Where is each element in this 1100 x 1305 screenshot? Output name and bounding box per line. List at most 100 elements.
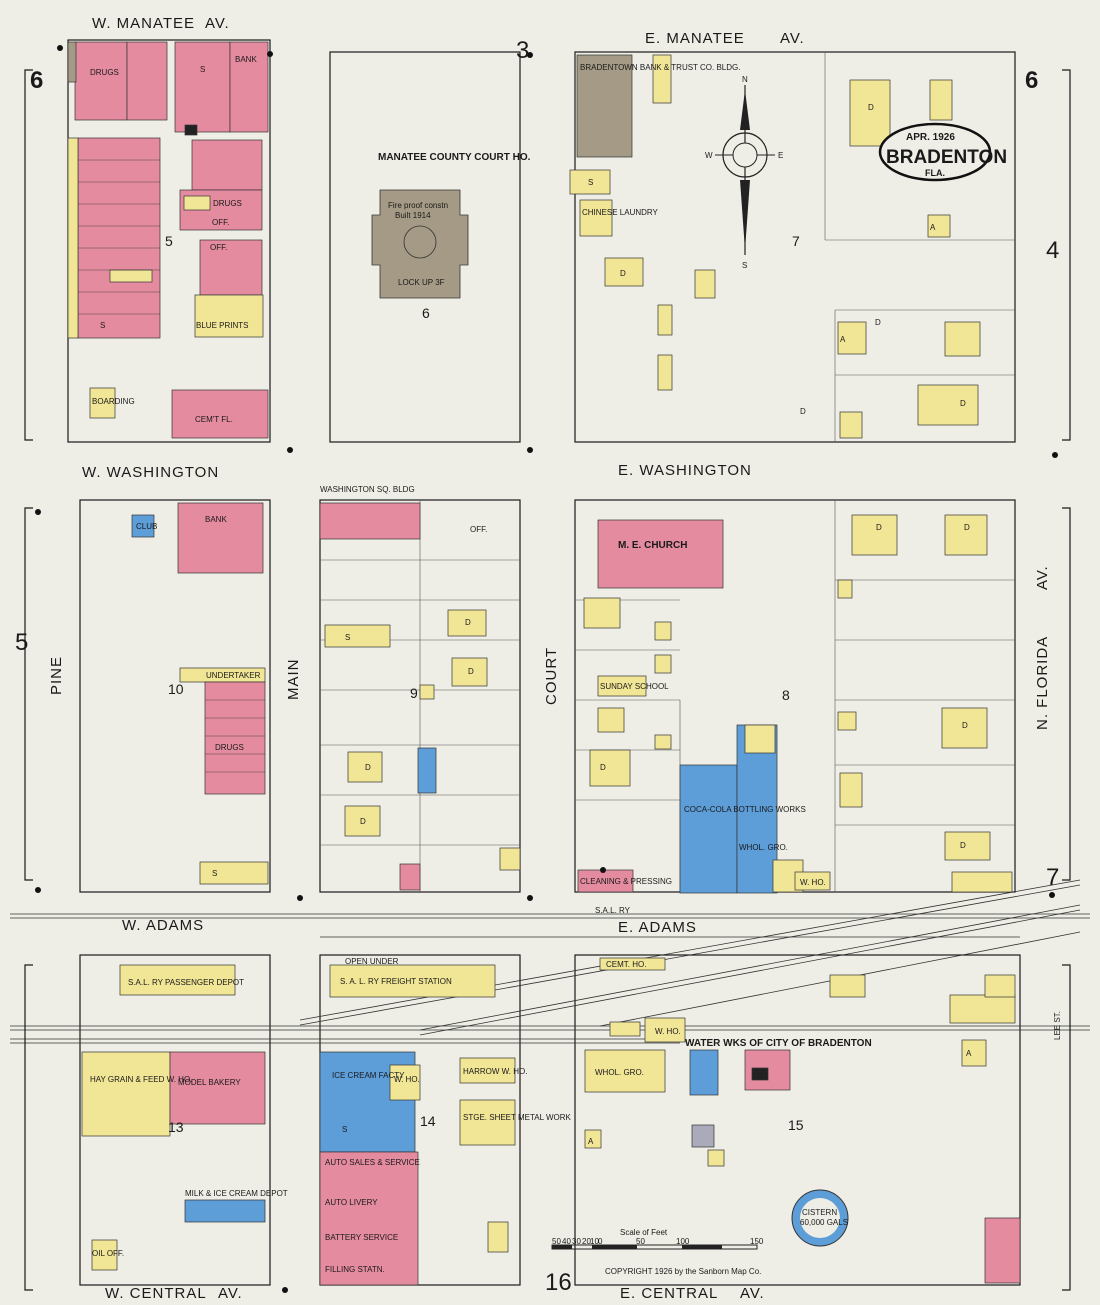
block-14-buildings [319,964,516,1286]
map-date: APR. 1926 [906,132,955,143]
street-lee: LEE ST. [1053,1011,1062,1040]
building-labels: MANATEE COUNTY COURT HO. Fire proof cons… [90,55,872,1274]
label-d-2: D [620,269,626,278]
label-s-2: S [345,633,350,642]
label-open-under: OPEN UNDER [345,957,399,966]
building-boarding [89,387,116,419]
building-drugs-corner [74,41,128,121]
scale-tick-150: 150 [750,1237,764,1246]
block-15-outline [574,954,1021,1286]
label-bank: BANK [235,55,257,64]
scale-tick-30: 30 [572,1237,581,1246]
block-6-outline [329,51,521,443]
label-a-3: A [588,1137,594,1146]
label-harrow: HARROW W. HO. [463,1067,527,1076]
building-milk-ice [184,1199,266,1223]
label-coca-cola: COCA-COLA BOTTLING WORKS [684,805,806,814]
copyright: COPYRIGHT 1926 by the Sanborn Map Co. [605,1267,761,1276]
label-off-3: OFF. [210,243,227,252]
block-10-row-lines [205,699,265,773]
block-number-15: 15 [788,1117,804,1133]
building-club [131,514,155,538]
building-sal-freight [329,964,496,998]
label-sal-passenger: S.A.L. RY PASSENGER DEPOT [128,978,244,987]
compass-rose [715,85,775,255]
label-a-4: A [966,1049,972,1058]
label-sheet-metal: STGE. SHEET METAL WORK [463,1113,572,1122]
label-d-1: D [868,103,874,112]
label-s-4: S [200,65,205,74]
block-number-8: 8 [782,687,790,703]
label-d-12: D [600,763,606,772]
label-boarding: BOARDING [92,397,135,406]
label-s-5: S [100,321,105,330]
building-row-west [77,137,161,339]
scale-text: Scale of Feet 50 40 30 20 10 0 50 100 15… [552,1228,764,1276]
building-sunday-school [597,675,647,697]
label-oil-off: OIL OFF. [92,1249,124,1258]
label-whol-gro: WHOL. GRO. [739,843,788,852]
street-e-washington: E. WASHINGTON [618,462,752,479]
label-bank-2: BANK [205,515,227,524]
label-court-house-note1: Fire proof constn [388,201,448,210]
label-s-1: S [588,178,593,187]
label-sunday-school: SUNDAY SCHOOL [600,682,669,691]
block-7-buildings [569,54,981,439]
street-e-manatee: E. MANATEE [645,30,745,47]
label-model-bakery: MODEL BAKERY [178,1078,241,1087]
block-13-outline [79,954,271,1286]
block-13-buildings [81,964,266,1271]
building-whol-gro-2 [584,1049,666,1093]
street-labels: W. MANATEE AV. E. MANATEE AV. W. WASHING… [48,15,1062,1302]
street-n-florida: N. FLORIDA [1034,636,1051,730]
label-d-8: D [365,763,371,772]
building-me-church [597,519,724,589]
street-e-central: E. CENTRAL [620,1285,718,1302]
label-court-house: MANATEE COUNTY COURT HO. [378,152,531,163]
building-court-house [371,189,469,299]
adjacent-sheet-5: 5 [15,629,28,656]
scale-tick-40: 40 [562,1237,571,1246]
block-5-buildings [67,41,269,439]
label-d-11: D [468,667,474,676]
label-filling: FILLING STATN. [325,1265,385,1274]
building-drugs-row [204,681,266,795]
block-10-outline [79,499,271,893]
label-d-13: D [962,721,968,730]
label-me-church: M. E. CHURCH [618,540,687,551]
block-number-14: 14 [420,1113,436,1129]
label-club: CLUB [136,522,157,531]
street-av-5: AV. [1034,565,1051,590]
building-bank-trust [576,54,633,158]
adjacent-sheet-7: 7 [1046,864,1059,891]
building-harrow [459,1057,516,1084]
scale-bar [551,1244,758,1250]
label-cement-ho: CEMT. HO. [606,960,646,969]
street-pine: PINE [48,656,65,695]
title-text: APR. 1926 BRADENTON FLA. [886,132,1007,178]
compass-s: S [742,261,747,270]
label-drugs-2: DRUGS [213,199,242,208]
label-s-6: S [342,1125,347,1134]
label-d-6: D [876,523,882,532]
street-av-3: AV. [218,1285,243,1302]
block-7-outline [574,51,1016,443]
street-court: COURT [543,647,560,705]
label-d-4: D [960,399,966,408]
label-ice-cream: ICE CREAM FACTY [332,1071,405,1080]
scale-tick-10: 10 [590,1237,599,1246]
sheet-numbers: 6 6 3 4 5 7 16 [15,37,1059,1296]
label-a-1: A [930,223,936,232]
compass-e: E [778,151,783,160]
map-state: FLA. [925,168,945,178]
label-bank-trust: BRADENTOWN BANK & TRUST CO. BLDG. [580,63,740,72]
compass-w: W [705,151,713,160]
label-d-5: D [800,407,806,416]
building-model-bakery [169,1051,266,1125]
compass-n: N [742,75,748,84]
building-bank-2 [177,502,264,574]
label-hay-grain: HAY GRAIN & FEED W. HO. [90,1075,192,1084]
label-water-works: WATER WKS OF CITY OF BRADENTON [685,1038,872,1049]
scale-tick-50a: 50 [552,1237,561,1246]
block-9-buildings [319,502,521,891]
